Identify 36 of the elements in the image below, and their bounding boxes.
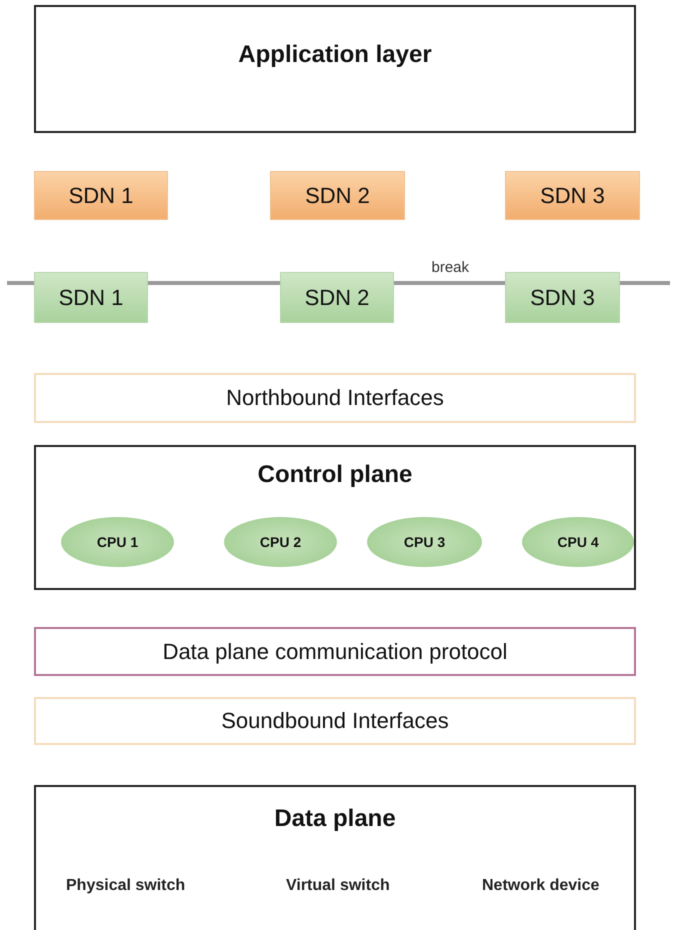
layer-title: Data plane (274, 805, 396, 833)
node-label: Northbound Interfaces (226, 385, 444, 411)
component-label: Virtual switch (286, 877, 390, 895)
node-label: CPU 4 (557, 534, 599, 550)
connector-line (148, 281, 280, 285)
node-label: SDN 1 (58, 284, 124, 310)
node-label: SDN 1 (68, 182, 134, 208)
application-box (505, 171, 640, 220)
controller-box (34, 272, 148, 323)
connector-line (394, 281, 505, 285)
interface-band (34, 373, 636, 423)
layer-box (34, 5, 636, 133)
node-label: Data plane communication protocol (162, 638, 508, 664)
controller-box (505, 272, 620, 323)
node-label: SDN 3 (530, 284, 595, 310)
component-label: Physical switch (66, 877, 186, 895)
node-label: SDN 2 (304, 284, 370, 310)
layer-title: Application layer (238, 41, 432, 69)
node-label: CPU 2 (260, 534, 302, 550)
node-label: CPU 3 (404, 534, 446, 550)
node-label: SDN 3 (540, 182, 605, 208)
controller-box (280, 272, 394, 323)
interface-band (34, 697, 636, 745)
layer-title: Control plane (258, 461, 412, 489)
plane-box (34, 445, 636, 590)
protocol-band (34, 627, 636, 676)
node-label: Soundbound Interfaces (221, 708, 449, 734)
plane-box (34, 785, 636, 930)
connector-line (7, 281, 34, 285)
application-box (270, 171, 405, 220)
node-label: SDN 2 (305, 182, 370, 208)
component-label: Network device (482, 877, 600, 895)
connector-line (620, 281, 670, 285)
cpu-ellipse (522, 517, 634, 567)
application-box (34, 171, 168, 220)
node-label: CPU 1 (96, 534, 138, 550)
